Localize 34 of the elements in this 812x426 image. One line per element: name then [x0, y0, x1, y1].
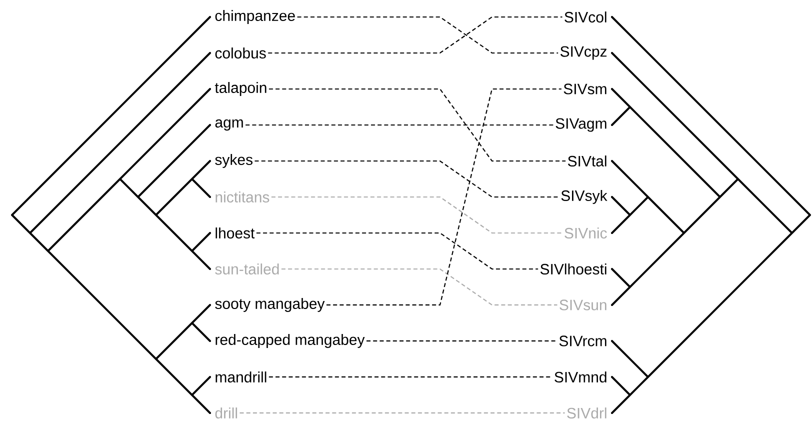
dashed-connector [268, 376, 552, 378]
leaf-label: drill [215, 407, 238, 418]
dashed-connector [240, 412, 565, 414]
leaf-label: nictitans [216, 191, 270, 202]
leaf-label: sooty mangabey [215, 298, 325, 312]
leaf-label: chimpanzee [215, 10, 295, 24]
leaf-label: SIVsyk [561, 190, 608, 204]
leaf-label: sun-tailed [215, 263, 279, 274]
dashed-connector [366, 340, 557, 342]
leaf-label: talapoin [214, 82, 266, 96]
leaf-label: SIVdrl [567, 407, 606, 418]
dashed-connector [281, 268, 558, 306]
dashed-connector [246, 124, 554, 126]
dashed-connector [254, 160, 559, 198]
leaf-label: agm [215, 119, 243, 131]
leaf-label: SIVcpz [560, 46, 607, 60]
dashed-connector [326, 88, 562, 306]
leaf-label: SIVcol [564, 12, 606, 22]
leaf-label: red-capped mangabey [216, 334, 365, 348]
leaf-label: sykes [215, 154, 252, 168]
leaf-label: SIVtal [568, 155, 606, 166]
dashed-connector [268, 88, 566, 162]
leaf-label: SIVsun [560, 300, 606, 310]
leaf-label: SIVagm [556, 118, 606, 132]
leaf-label: mandrill [216, 371, 266, 382]
leaf-label: SIVlhoesti [540, 263, 606, 274]
dashed-connector [271, 196, 562, 234]
leaf-label: SIVrcm [559, 336, 606, 346]
leaf-label: lhoest [216, 227, 255, 238]
dashed-connector [256, 232, 538, 270]
leaf-label: colobus [215, 47, 266, 58]
leaf-label: SIVnic [564, 227, 607, 238]
leaf-label: SIVmnd [554, 371, 606, 382]
leaf-label: SIVsm [564, 84, 606, 94]
